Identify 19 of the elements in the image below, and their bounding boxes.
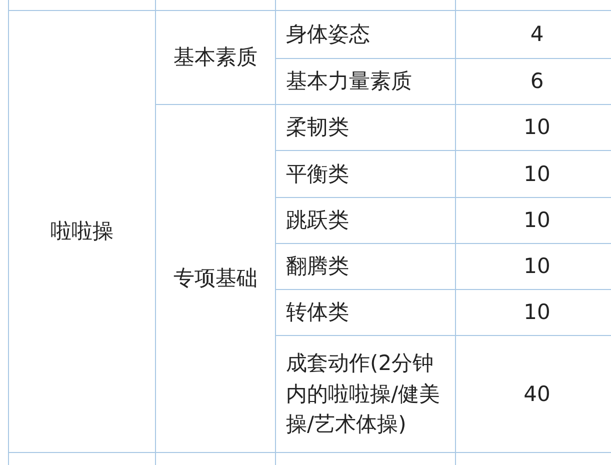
score-value: 10: [524, 208, 550, 232]
item-text: 身体姿态: [286, 22, 370, 46]
item-text: 柔韧类: [286, 115, 349, 140]
score-value: 10: [524, 115, 550, 140]
item-text: 平衡类: [286, 162, 349, 186]
subcategory-text: 基本素质: [174, 45, 258, 70]
item-text: 基本力量素质: [286, 69, 412, 94]
item-text: 成套动作(2分钟内的啦啦操/健美操/艺术体操): [286, 351, 440, 436]
score-value: 10: [524, 162, 550, 186]
score-value: 6: [530, 69, 544, 94]
item-text: 翻腾类: [286, 254, 349, 278]
category-text: 啦啦操: [50, 219, 114, 244]
subcategory-text: 专项基础: [174, 266, 258, 290]
score-value: 10: [524, 254, 550, 278]
score-value: 40: [524, 382, 550, 406]
score-value: 4: [530, 22, 544, 46]
score-value: 10: [524, 300, 550, 324]
item-text: 转体类: [286, 300, 349, 324]
item-text: 跳跃类: [286, 208, 349, 232]
